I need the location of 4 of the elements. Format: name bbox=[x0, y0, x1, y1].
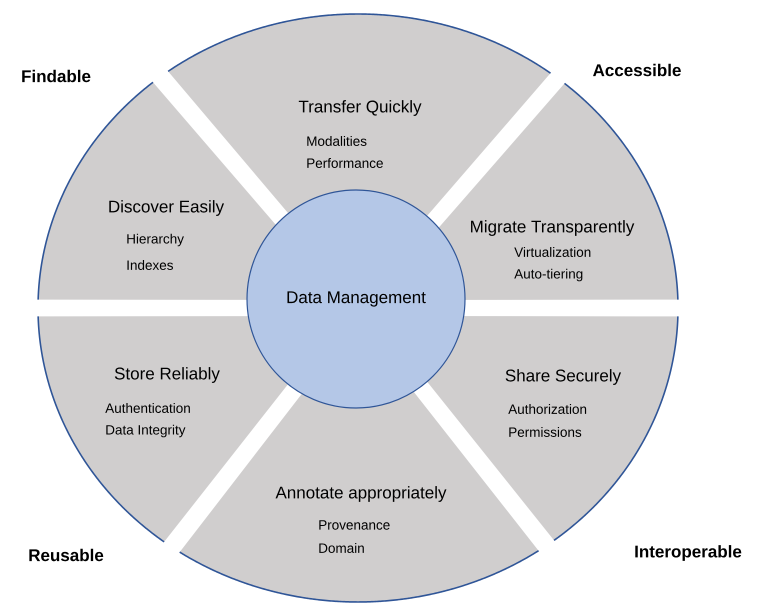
principle-label: Findable bbox=[22, 70, 90, 82]
node-label: Domain bbox=[319, 543, 364, 553]
principle-label: Accessible bbox=[593, 64, 681, 76]
principle-label: Interoperable bbox=[635, 545, 742, 561]
